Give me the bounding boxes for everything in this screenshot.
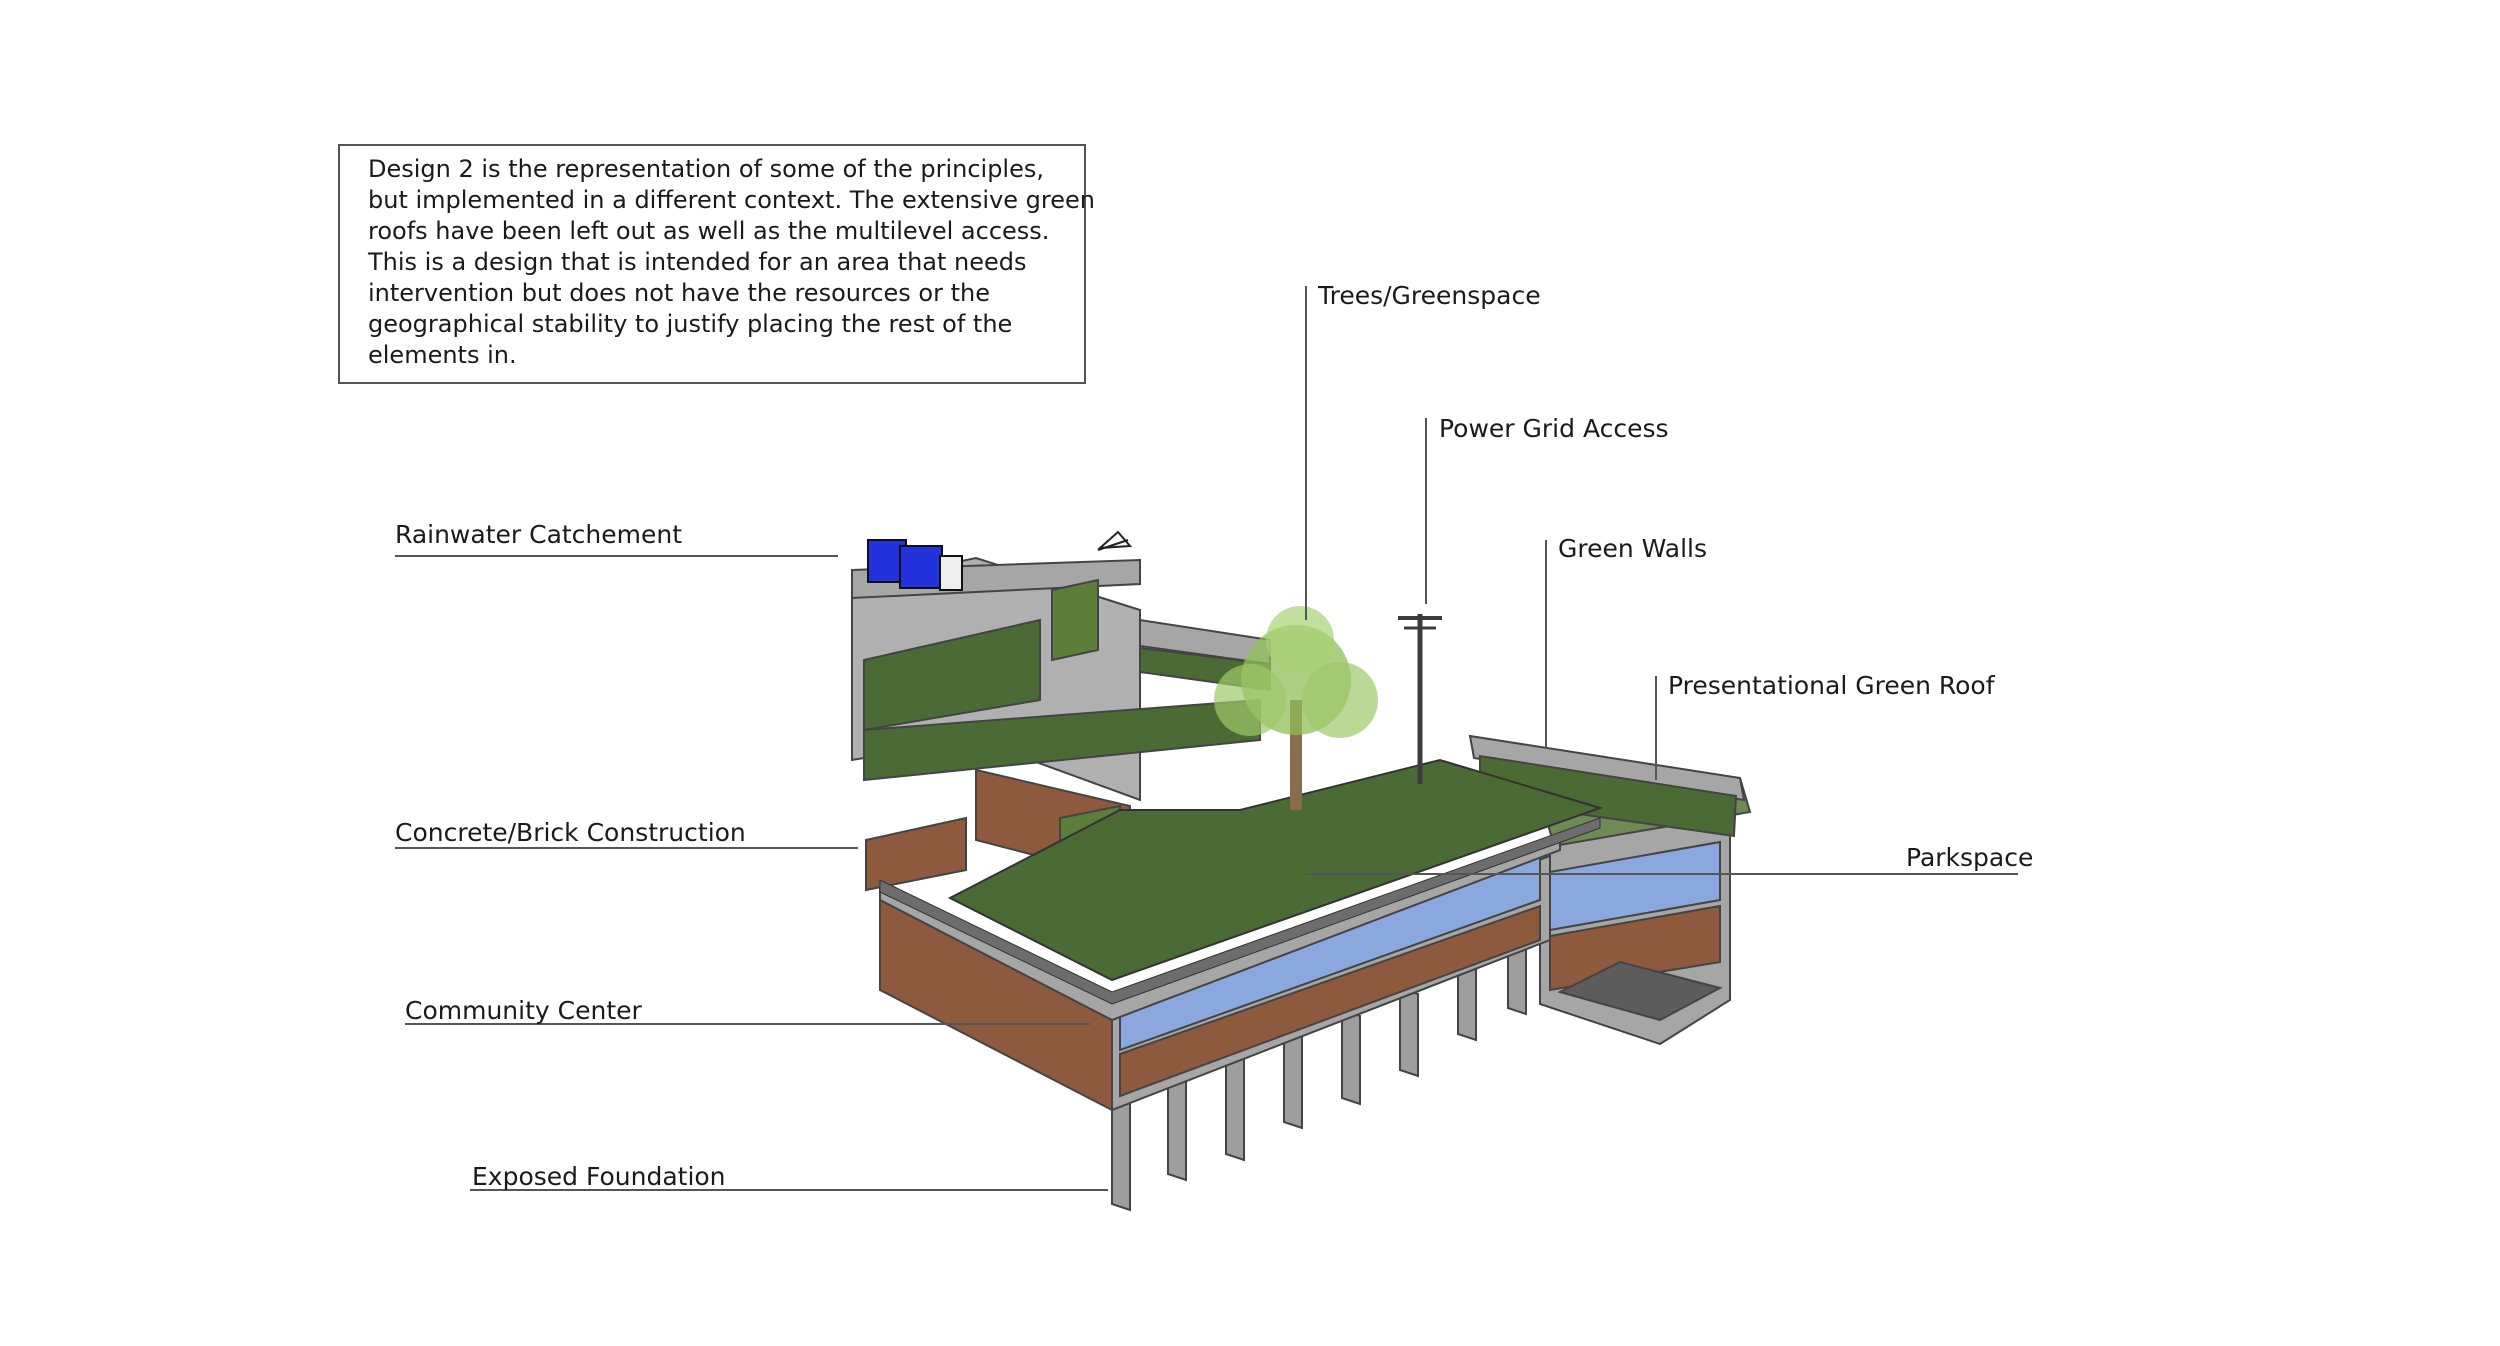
label-parkspace: Parkspace: [1906, 843, 2034, 872]
parkspace-roof: [879, 758, 1604, 1005]
label-community-center: Community Center: [405, 996, 642, 1025]
label-power-grid-access: Power Grid Access: [1439, 414, 1669, 443]
annex-structure: [1468, 734, 1752, 1046]
rainwater-tanks: [867, 539, 963, 591]
label-green-walls: Green Walls: [1558, 534, 1708, 563]
label-trees-greenspace: Trees/Greenspace: [1318, 281, 1541, 310]
description-line: but implemented in a different context. …: [368, 186, 1095, 214]
label-leader-lines: [395, 286, 2018, 1191]
label-rainwater-catchement: Rainwater Catchement: [395, 520, 683, 549]
description-line: intervention but does not have the resou…: [368, 279, 990, 307]
label-exposed-foundation: Exposed Foundation: [472, 1162, 726, 1191]
tree: [1214, 606, 1378, 810]
satellite-dish: [1097, 530, 1133, 551]
description-line: roofs have been left out as well as the …: [368, 217, 1050, 245]
description-line: Design 2 is the representation of some o…: [368, 155, 1044, 183]
description-line: geographical stability to justify placin…: [368, 310, 1013, 338]
label-presentational-green-roof: Presentational Green Roof: [1668, 671, 1995, 700]
power-pole: [1398, 614, 1442, 784]
description-line: This is a design that is intended for an…: [368, 248, 1027, 276]
description-box: Design 2 is the representation of some o…: [338, 144, 1095, 384]
description-line: elements in.: [368, 341, 517, 369]
label-concrete-brick-construction: Concrete/Brick Construction: [395, 818, 746, 847]
